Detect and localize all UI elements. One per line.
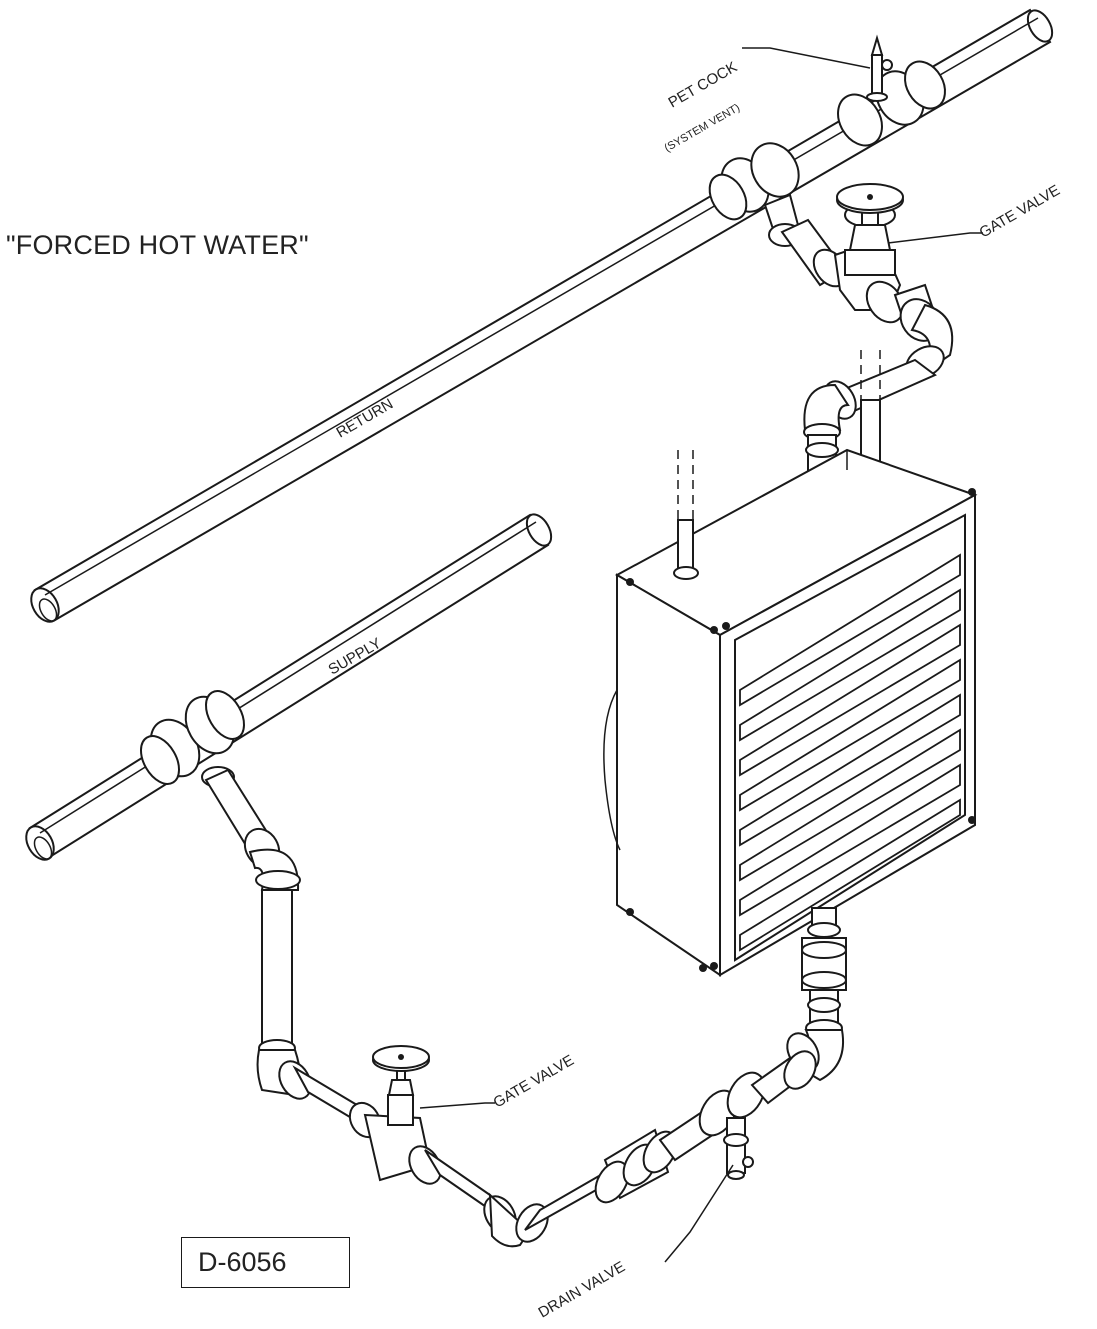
pet-cock-icon: [866, 34, 893, 102]
return-tee-fittings: [708, 60, 946, 247]
gate-valve-bottom-label: GATE VALVE: [491, 1052, 577, 1112]
gate-valve-top-leader: [887, 232, 983, 244]
gate-valve-bottom-leader: [419, 1102, 495, 1109]
diagram-title-text: "FORCED HOT WATER": [6, 230, 309, 260]
pet-cock-leader: [742, 47, 871, 69]
drain-valve-label: DRAIN VALVE: [536, 1258, 628, 1321]
supply-pipe: [25, 513, 553, 861]
drawing-number-box: D-6056: [181, 1237, 350, 1288]
pet-cock-label: PET COCK: [666, 59, 741, 112]
diagram-title: "FORCED HOT WATER": [6, 230, 309, 261]
unit-heater: [603, 448, 978, 977]
supply-branch-piping: [204, 768, 817, 1248]
gate-valve-top-label: GATE VALVE: [977, 182, 1063, 242]
drawing-number: D-6056: [198, 1247, 287, 1277]
drain-valve-leader: [664, 1164, 734, 1263]
